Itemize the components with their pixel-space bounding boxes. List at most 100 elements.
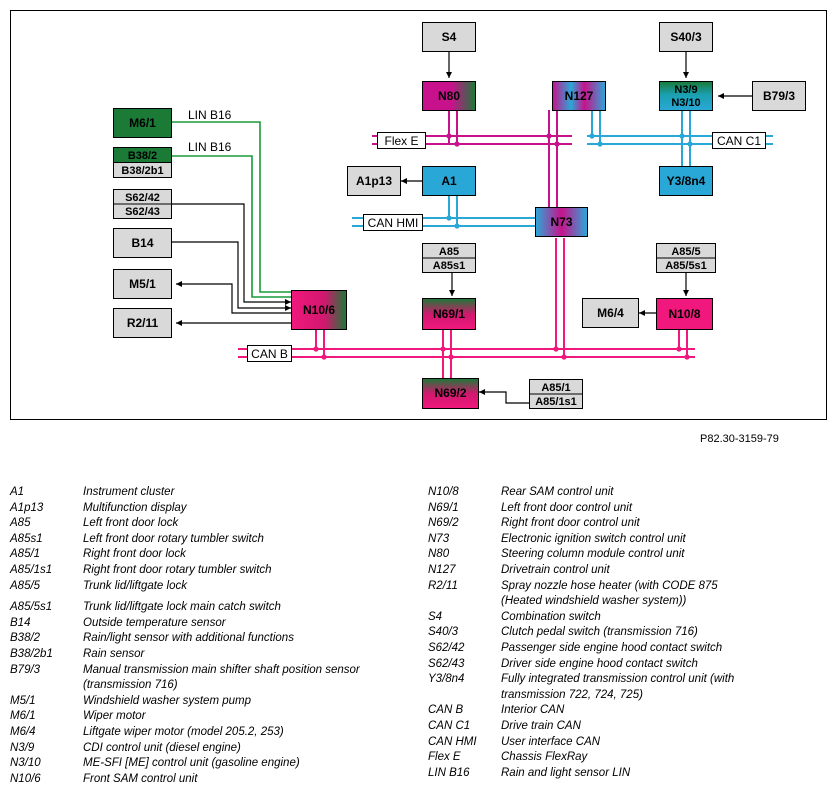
svg-text:M6/4: M6/4: [597, 306, 624, 320]
node-s62-42-s62-43: S62/42 S62/43: [113, 189, 172, 219]
legend-description: Right front door lock: [83, 548, 186, 561]
svg-text:Flex E: Flex E: [384, 134, 418, 148]
legend-description: Outside temperature sensor: [83, 616, 226, 629]
svg-text:R2/11: R2/11: [127, 316, 159, 330]
lin-label-1: LIN B16: [188, 108, 232, 122]
legend-description: CDI control unit (diesel engine): [83, 741, 241, 754]
legend-code: CAN C1: [428, 719, 471, 732]
signal-wires: [172, 52, 752, 404]
legend-description: Chassis FlexRay: [501, 751, 588, 764]
svg-text:N80: N80: [438, 89, 460, 103]
node-m6-4: M6/4: [582, 298, 639, 328]
legend-description: Steering column module control unit: [501, 548, 685, 561]
legend-description: Drivetrain control unit: [501, 563, 610, 576]
node-a85-5-a85-5s1: A85/5 A85/5s1: [656, 243, 716, 273]
legend-description: Rear SAM control unit: [501, 486, 614, 498]
node-n69-2: N69/2: [422, 378, 479, 409]
legend-code: CAN B: [428, 704, 464, 717]
legend-description: Trunk lid/liftgate lock: [83, 579, 187, 592]
legend-row: A85/5 Trunk lid/liftgate lock: [10, 579, 420, 595]
node-m5-1: M5/1: [113, 269, 172, 299]
svg-text:CAN C1: CAN C1: [717, 134, 761, 148]
legend-row: CAN C1 Drive train CAN: [428, 719, 758, 735]
legend-description: Windshield washer system pump: [83, 694, 251, 707]
node-a1: A1: [422, 166, 476, 196]
legend-description: Passenger side engine hood contact switc…: [501, 641, 723, 654]
legend-code: A85: [10, 517, 31, 530]
svg-text:S62/43: S62/43: [125, 206, 160, 218]
legend-code: A85/5: [10, 579, 41, 592]
legend-description: Spray nozzle hose heater (with CODE 875 …: [501, 579, 718, 608]
legend-description: Instrument cluster: [83, 486, 175, 498]
bus-label-can-c1: CAN C1: [712, 132, 766, 149]
legend-code: S62/43: [428, 657, 465, 670]
legend-code: A85/1s1: [10, 563, 53, 576]
node-n127: N127: [552, 81, 606, 111]
legend-description: Right front door control unit: [501, 517, 640, 530]
svg-text:S40/3: S40/3: [670, 30, 702, 44]
svg-text:A85/5s1: A85/5s1: [665, 260, 707, 272]
legend-code: M6/1: [10, 710, 36, 723]
legend-code: B38/2: [10, 632, 41, 645]
node-b38-2-b38-2b1: B38/2 B38/2b1: [113, 147, 172, 178]
svg-text:Y3/8n4: Y3/8n4: [667, 174, 706, 188]
legend-description: Front SAM control unit: [83, 772, 198, 785]
legend-code: S62/42: [428, 641, 465, 654]
node-r2-11: R2/11: [113, 308, 172, 338]
legend-description: Multifunction display: [83, 501, 187, 514]
lin-label-2: LIN B16: [188, 140, 232, 154]
legend-description: Fully integrated transmission control un…: [501, 673, 735, 701]
figure-reference: P82.30-3159-79: [700, 433, 779, 445]
svg-text:N10/8: N10/8: [668, 307, 700, 321]
bus-label-can-b: CAN B: [247, 345, 292, 362]
legend-description: Driver side engine hood contact switch: [501, 657, 698, 670]
node-n3-9-n3-10: N3/9 N3/10: [659, 81, 713, 111]
legend-row: Y3/8n4 Fully integrated transmission cont…: [428, 672, 758, 703]
node-n69-1: N69/1: [422, 298, 476, 330]
svg-text:S62/42: S62/42: [125, 192, 160, 204]
svg-text:A85/1s1: A85/1s1: [535, 396, 577, 408]
lin-lines: [172, 121, 291, 298]
legend-code: A85s1: [10, 532, 43, 545]
svg-text:N3/10: N3/10: [671, 97, 700, 109]
legend-row: B38/2 Rain/light sensor with additional f…: [10, 631, 420, 647]
legend-description: User interface CAN: [501, 735, 601, 748]
legend-code: A85/1: [10, 548, 41, 561]
legend-description: Drive train CAN: [501, 719, 581, 732]
legend-code: N10/8: [428, 486, 459, 498]
legend-description: Rain/light sensor with additional functi…: [83, 632, 294, 645]
legend-description: Combination switch: [501, 610, 601, 623]
svg-text:A85: A85: [439, 246, 459, 258]
legend-code: CAN HMI: [428, 735, 477, 748]
node-b79-3: B79/3: [752, 81, 806, 111]
legend-code: M6/4: [10, 725, 36, 738]
legend-code: N69/2: [428, 517, 459, 530]
node-a85-a85s1: A85 A85s1: [422, 243, 476, 273]
svg-text:N3/9: N3/9: [674, 84, 697, 96]
legend-description: Left front door rotary tumbler switch: [83, 532, 264, 545]
node-m6-1: M6/1: [113, 108, 172, 138]
legend-row: N69/2 Right front door control unit: [428, 516, 758, 532]
legend-code: Y3/8n4: [428, 673, 465, 686]
node-a1p13: A1p13: [347, 166, 401, 196]
legend-row: S62/42 Passenger side engine hood contact…: [428, 641, 758, 657]
svg-text:N127: N127: [565, 89, 594, 103]
legend-description: Trunk lid/liftgate lock main catch switc…: [83, 601, 281, 614]
legend-description: Electronic ignition switch control unit: [501, 532, 686, 545]
